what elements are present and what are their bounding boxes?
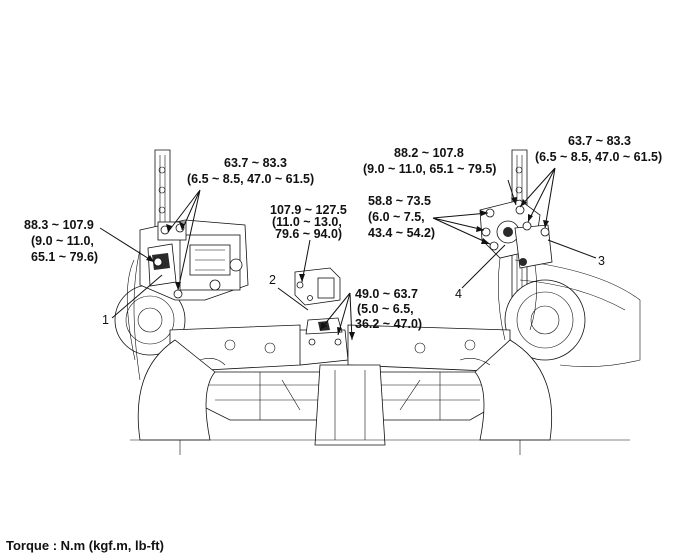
svg-text:49.0 ~ 63.7: 49.0 ~ 63.7	[355, 287, 418, 301]
torque-right-mount-top: 63.7 ~ 83.3 (6.5 ~ 8.5, 47.0 ~ 61.5)	[535, 134, 662, 164]
svg-text:107.9 ~ 127.5: 107.9 ~ 127.5	[270, 203, 347, 217]
svg-text:88.2 ~ 107.8: 88.2 ~ 107.8	[394, 146, 464, 160]
svg-text:(6.5 ~ 8.5, 47.0 ~ 61.5): (6.5 ~ 8.5, 47.0 ~ 61.5)	[535, 150, 662, 164]
svg-text:63.7 ~ 83.3: 63.7 ~ 83.3	[568, 134, 631, 148]
torque-center-upper: 107.9 ~ 127.5 (11.0 ~ 13.0, 79.6 ~ 94.0)	[270, 203, 347, 241]
subframe-drawing	[114, 149, 641, 455]
torque-left-mount-side: 88.3 ~ 107.9 (9.0 ~ 11.0, 65.1 ~ 79.6)	[24, 218, 98, 264]
torque-unit-footer: Torque : N.m (kgf.m, lb-ft)	[6, 538, 164, 553]
svg-text:36.2 ~ 47.0): 36.2 ~ 47.0)	[355, 317, 422, 331]
svg-text:65.1 ~ 79.6): 65.1 ~ 79.6)	[31, 250, 98, 264]
svg-text:63.7 ~ 83.3: 63.7 ~ 83.3	[224, 156, 287, 170]
leader-lines	[99, 167, 597, 341]
svg-text:43.4 ~ 54.2): 43.4 ~ 54.2)	[368, 226, 435, 240]
torque-center-lower: 49.0 ~ 63.7 (5.0 ~ 6.5, 36.2 ~ 47.0)	[355, 287, 422, 331]
svg-text:(6.5 ~ 8.5, 47.0 ~ 61.5): (6.5 ~ 8.5, 47.0 ~ 61.5)	[187, 172, 314, 186]
torque-left-mount-top: 63.7 ~ 83.3 (6.5 ~ 8.5, 47.0 ~ 61.5)	[187, 156, 314, 186]
torque-right-bracket-mid: 58.8 ~ 73.5 (6.0 ~ 7.5, 43.4 ~ 54.2)	[368, 194, 435, 240]
svg-text:(6.0 ~ 7.5,: (6.0 ~ 7.5,	[368, 210, 425, 224]
svg-text:(9.0 ~ 11.0,: (9.0 ~ 11.0,	[31, 234, 94, 248]
svg-text:(11.0 ~ 13.0,: (11.0 ~ 13.0,	[272, 215, 342, 229]
svg-text:(5.0 ~ 6.5,: (5.0 ~ 6.5,	[357, 302, 414, 316]
svg-text:58.8 ~ 73.5: 58.8 ~ 73.5	[368, 194, 431, 208]
callout-1: 1	[102, 313, 109, 327]
svg-text:(9.0 ~ 11.0, 65.1 ~ 79.5): (9.0 ~ 11.0, 65.1 ~ 79.5)	[363, 162, 496, 176]
svg-text:79.6 ~ 94.0): 79.6 ~ 94.0)	[275, 227, 342, 241]
callout-2: 2	[269, 273, 276, 287]
callout-3: 3	[598, 254, 605, 268]
torque-right-bracket-top: 88.2 ~ 107.8 (9.0 ~ 11.0, 65.1 ~ 79.5)	[363, 146, 496, 176]
svg-text:88.3 ~ 107.9: 88.3 ~ 107.9	[24, 218, 94, 232]
callout-4: 4	[455, 287, 462, 301]
